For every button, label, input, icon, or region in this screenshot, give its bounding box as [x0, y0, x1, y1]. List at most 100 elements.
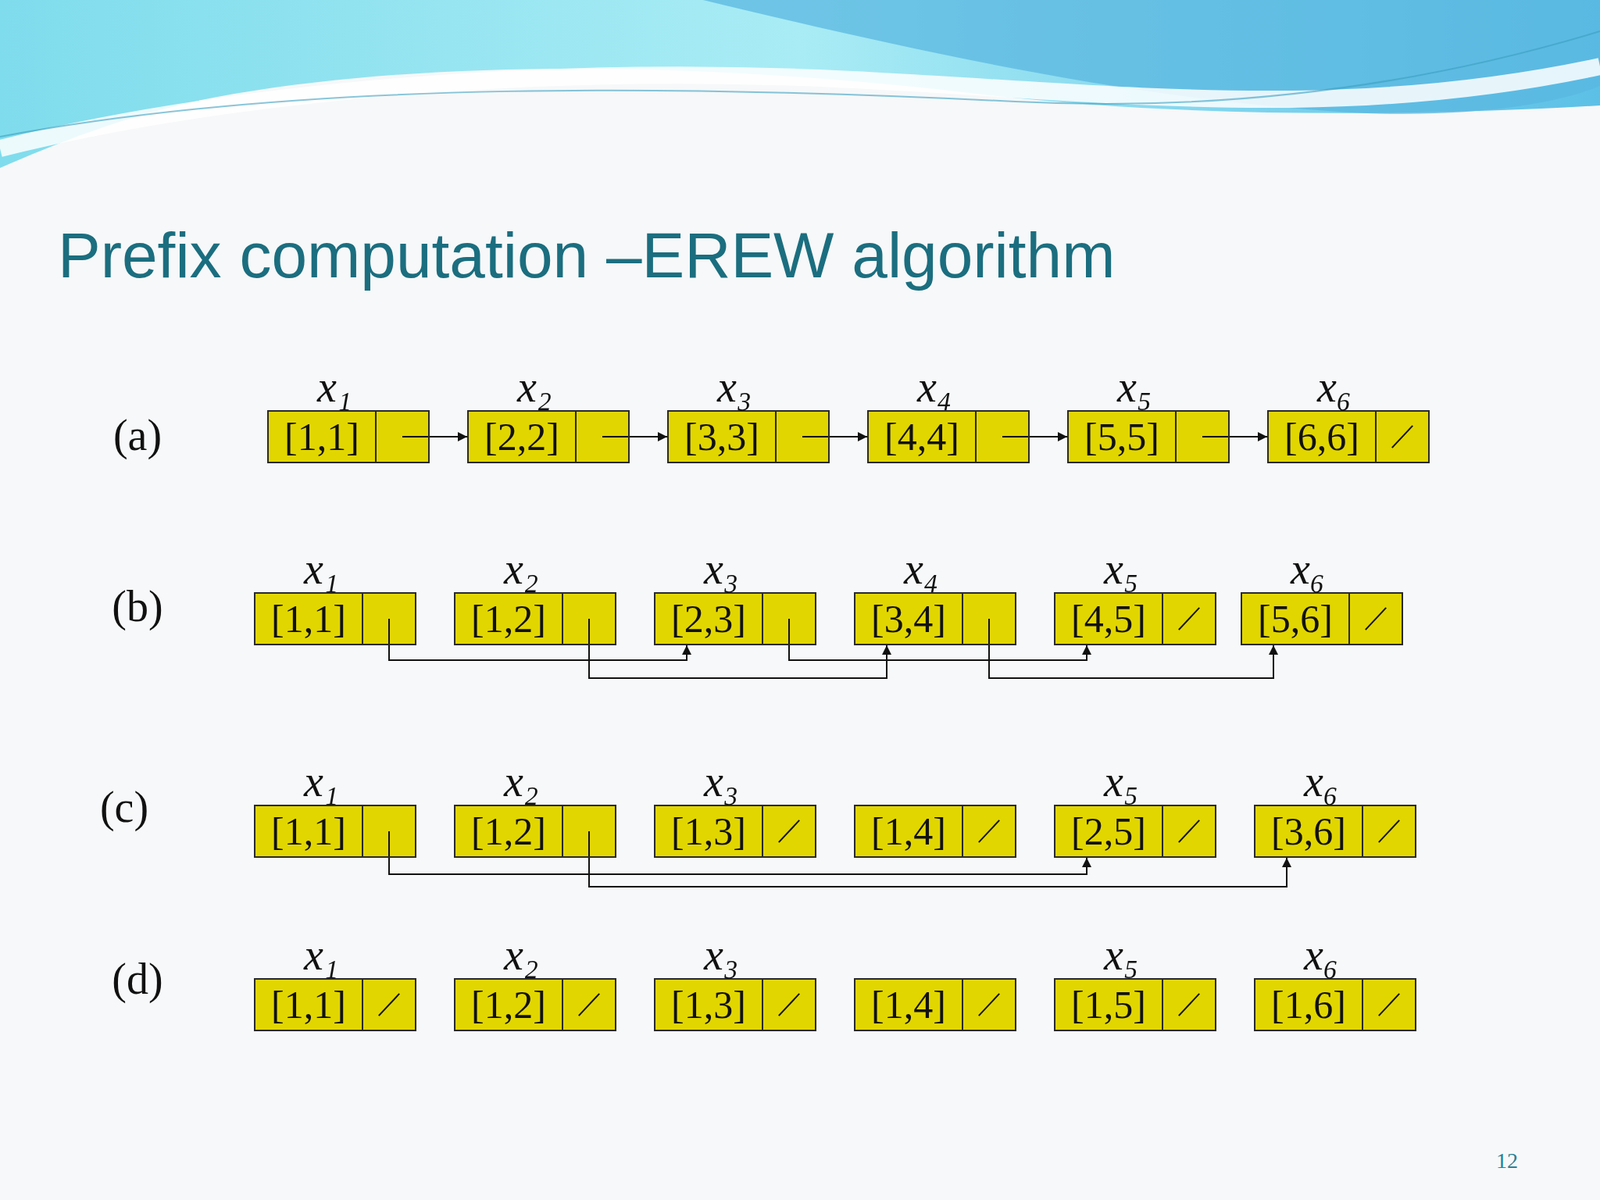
pointer-mark	[1176, 411, 1229, 462]
header-wave	[0, 0, 1600, 204]
variable-label: x₃	[717, 364, 752, 411]
pointer-stub	[402, 435, 429, 438]
pointer-mark	[763, 806, 815, 857]
list-node: [1,2]x₂	[453, 978, 617, 1032]
pointer-mark	[963, 593, 1015, 644]
variable-label: x₁	[303, 758, 339, 805]
pointer-cell	[761, 593, 815, 644]
pointer-arrow	[1229, 435, 1268, 438]
pointer-mark	[1350, 593, 1402, 644]
pointer-cell	[1161, 806, 1215, 857]
list-node: [4,4]x₄	[867, 410, 1030, 464]
interval-value: [1,1]	[268, 411, 375, 462]
pointer-stub	[788, 618, 790, 644]
pointer-mark	[563, 806, 615, 857]
pointer-mark	[1163, 593, 1215, 644]
list-node: [1,5]x₅	[1053, 978, 1217, 1032]
pointer-mark	[1163, 979, 1215, 1030]
pointer-mark	[1363, 979, 1415, 1030]
pointer-arrow	[829, 435, 868, 438]
pointer-cell	[1361, 806, 1415, 857]
pointer-mark	[963, 979, 1015, 1030]
interval-value: [2,2]	[468, 411, 575, 462]
null-slash	[1392, 425, 1413, 448]
row-label: (a)	[113, 411, 162, 461]
pointer-mark	[763, 593, 815, 644]
interval-value: [2,5]	[1055, 806, 1162, 857]
variable-label: x₆	[1303, 758, 1339, 805]
pointer-stub	[802, 435, 829, 438]
interval-value: [1,3]	[655, 979, 762, 1030]
interval-value: [5,5]	[1068, 411, 1175, 462]
variable-label: x₅	[1103, 758, 1139, 805]
pointer-arrow	[589, 645, 887, 679]
null-slash	[978, 820, 1000, 843]
list-node: [1,1]x₁	[253, 592, 417, 646]
pointer-cell	[761, 979, 815, 1030]
variable-label: x₁	[317, 364, 352, 411]
pointer-stub	[988, 618, 990, 644]
null-slash	[1378, 993, 1400, 1016]
null-slash	[778, 993, 800, 1016]
pointer-stub	[388, 618, 390, 644]
pointer-cell	[775, 411, 829, 462]
pointer-cell	[361, 806, 415, 857]
wave-line	[0, 31, 1600, 137]
pointer-mark	[363, 593, 415, 644]
interval-value: [1,1]	[255, 979, 362, 1030]
pointer-cell	[361, 979, 415, 1030]
pointer-arrow	[989, 645, 1274, 679]
list-node: [1,3]x₃	[653, 804, 817, 858]
pointer-cell	[1161, 979, 1215, 1030]
null-slash	[578, 993, 600, 1016]
variable-label: x₆	[1303, 932, 1339, 979]
pointer-cell	[975, 411, 1029, 462]
row-label: (b)	[111, 582, 163, 632]
pointer-cell	[961, 593, 1015, 644]
list-node: [2,3]x₃	[653, 592, 817, 646]
pointer-mark	[963, 806, 1015, 857]
null-slash	[1378, 820, 1400, 843]
interval-value: [2,3]	[655, 593, 762, 644]
row-label: (d)	[111, 955, 163, 1004]
variable-label: x₄	[903, 546, 939, 593]
pointer-stub	[602, 435, 629, 438]
interval-value: [1,2]	[455, 979, 562, 1030]
variable-label: x₅	[1103, 932, 1139, 979]
list-node: [3,6]x₆	[1253, 804, 1417, 858]
list-node: [2,5]x₅	[1053, 804, 1217, 858]
variable-label: x₅	[1117, 364, 1152, 411]
wave-band	[0, 0, 1600, 168]
pointer-mark	[1376, 411, 1429, 462]
pointer-mark	[563, 979, 615, 1030]
slide-title: Prefix computation –EREW algorithm	[57, 220, 1116, 291]
interval-value: [1,6]	[1255, 979, 1362, 1030]
null-slash	[378, 993, 400, 1016]
pointer-arrow	[1029, 435, 1068, 438]
list-node: [6,6]x₆	[1267, 410, 1430, 464]
pointer-mark	[363, 806, 415, 857]
null-slash	[1178, 820, 1200, 843]
interval-value: [6,6]	[1268, 411, 1375, 462]
pointer-arrow	[789, 645, 1087, 661]
pointer-stub	[388, 831, 390, 857]
variable-label: x₃	[703, 546, 739, 593]
pointer-mark	[976, 411, 1029, 462]
list-node: [4,5]x₅	[1053, 592, 1217, 646]
pointer-mark	[363, 979, 415, 1030]
variable-label: x₃	[703, 758, 739, 805]
list-node: [1,3]x₃	[653, 978, 817, 1032]
variable-label: x₂	[503, 758, 539, 805]
list-node: [3,3]x₃	[667, 410, 830, 464]
pointer-cell	[375, 411, 429, 462]
variable-label: x₆	[1290, 546, 1325, 593]
list-node: [1,4]	[853, 804, 1017, 858]
variable-label: x₃	[703, 932, 739, 979]
variable-label: x₂	[503, 932, 539, 979]
pointer-arrow	[389, 857, 1087, 875]
pointer-stub	[1202, 435, 1229, 438]
pointer-cell	[575, 411, 629, 462]
pointer-mark	[563, 593, 615, 644]
row-label: (c)	[100, 783, 149, 833]
interval-value: [3,4]	[855, 593, 962, 644]
